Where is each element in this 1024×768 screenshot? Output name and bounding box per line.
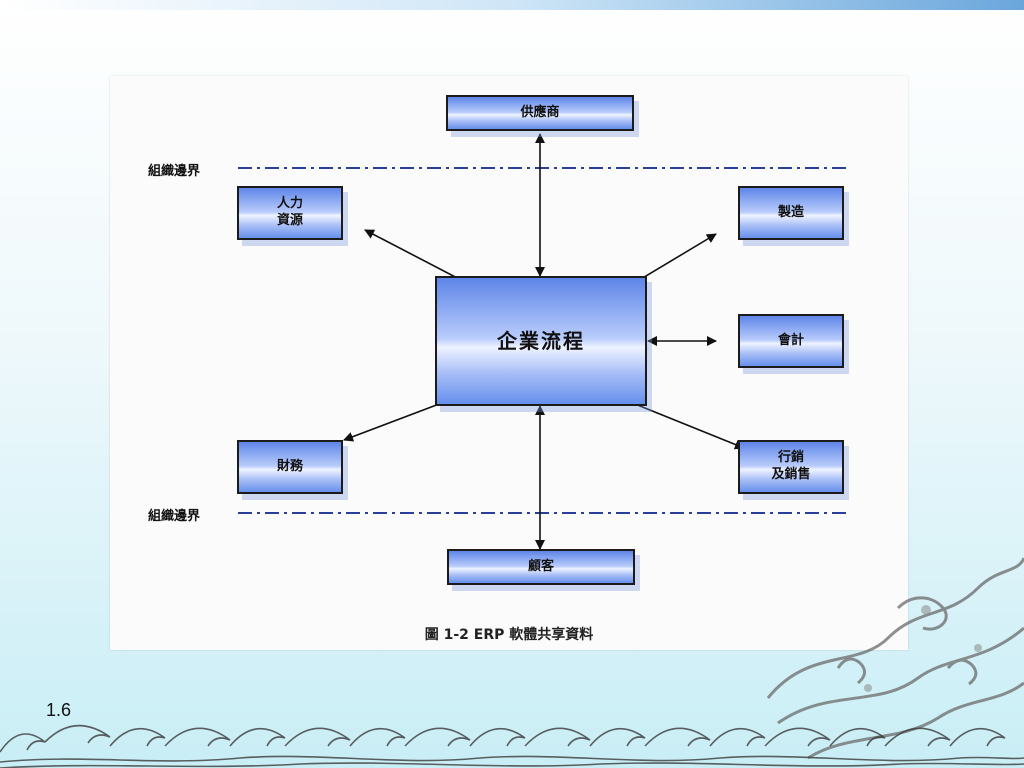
- node-manufacturing: 製造: [738, 186, 844, 240]
- arrow-marketing: [619, 396, 745, 450]
- node-hr: 人力 資源: [237, 186, 343, 240]
- node-business-process-label: 企業流程: [497, 329, 585, 353]
- node-accounting: 會計: [738, 314, 844, 368]
- diagram-connectors: [238, 133, 846, 550]
- node-business-process: 企業流程: [435, 276, 647, 406]
- node-finance-label: 財務: [276, 458, 303, 474]
- boundary-label-top: 組織邊界: [148, 164, 201, 179]
- top-accent-bar: [0, 0, 1024, 10]
- node-hr-label: 人力 資源: [276, 196, 303, 228]
- node-marketing-label: 行銷 及銷售: [771, 450, 811, 482]
- wave-border-icon: [0, 724, 1024, 768]
- node-supplier-label: 供應商: [520, 104, 560, 120]
- node-accounting-label: 會計: [777, 332, 804, 348]
- node-customer: 顧客: [447, 549, 635, 585]
- figure-caption: 圖 1-2 ERP 軟體共享資料: [424, 627, 594, 643]
- node-manufacturing-label: 製造: [777, 204, 804, 220]
- erp-figure: 組織邊界 組織邊界 供應商 人力 資源 製造 企業流程 會計 財務 行銷 及銷售…: [110, 76, 908, 650]
- node-supplier: 供應商: [446, 95, 634, 131]
- node-marketing: 行銷 及銷售: [738, 440, 844, 494]
- boundary-label-bottom: 組織邊界: [148, 509, 201, 524]
- node-finance: 財務: [237, 440, 343, 494]
- slide-number: 1.6: [46, 700, 72, 720]
- node-customer-label: 顧客: [527, 558, 554, 574]
- dragon-ornament-icon: [766, 557, 1024, 760]
